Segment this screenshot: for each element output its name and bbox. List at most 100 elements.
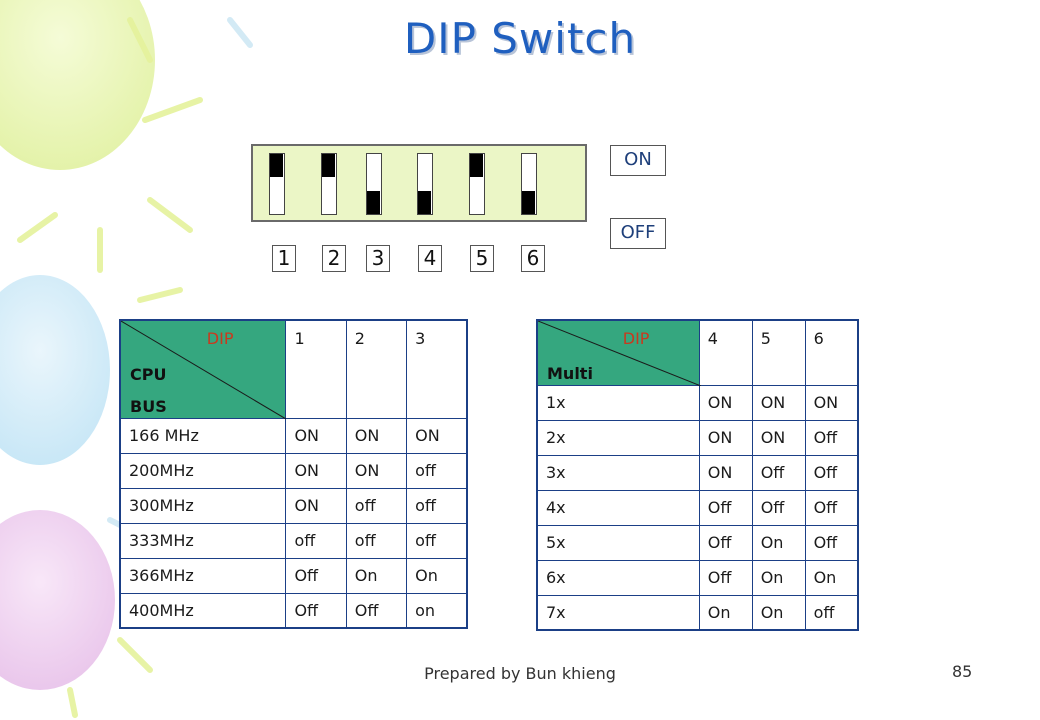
value-cell: off xyxy=(406,452,468,489)
row-axis-label: BUS xyxy=(130,397,167,416)
value-cell: ON xyxy=(751,384,806,421)
switch-number-3: 3 xyxy=(366,245,390,272)
diagonal-divider xyxy=(121,321,286,419)
value-cell: On xyxy=(406,557,468,594)
row-label-cell: 5x xyxy=(536,524,700,561)
switch-slot-2 xyxy=(321,153,337,215)
row-axis-label: Multi xyxy=(547,364,593,383)
switch-slot-6 xyxy=(521,153,537,215)
column-header: 5 xyxy=(751,319,806,386)
column-header: 6 xyxy=(804,319,859,386)
value-cell: On xyxy=(345,557,408,594)
switch-slot-4 xyxy=(417,153,433,215)
purple-balloon xyxy=(0,510,115,690)
switch-knob-4 xyxy=(418,191,431,214)
switch-knob-2 xyxy=(322,154,335,177)
switch-slot-5 xyxy=(469,153,485,215)
switch-number-4: 4 xyxy=(418,245,442,272)
value-cell: On xyxy=(751,594,806,631)
blue-balloon xyxy=(0,275,110,465)
value-cell: ON xyxy=(698,419,753,456)
value-cell: ON xyxy=(698,384,753,421)
value-cell: on xyxy=(406,592,468,629)
switch-knob-6 xyxy=(522,191,535,214)
switch-knob-1 xyxy=(270,154,283,177)
switch-number-2: 2 xyxy=(322,245,346,272)
switch-slot-3 xyxy=(366,153,382,215)
value-cell: Off xyxy=(804,524,859,561)
value-cell: ON xyxy=(285,417,347,454)
off-label: OFF xyxy=(610,218,666,249)
corner-header-cell: DIP Multi xyxy=(536,319,701,386)
value-cell: Off xyxy=(698,524,753,561)
value-cell: off xyxy=(406,522,468,559)
value-cell: off xyxy=(345,522,408,559)
row-label-cell: 300MHz xyxy=(119,487,287,524)
value-cell: Off xyxy=(285,557,347,594)
column-header: 2 xyxy=(345,319,408,419)
dip-switch-diagram xyxy=(251,144,587,222)
value-cell: ON xyxy=(345,417,408,454)
value-cell: Off xyxy=(804,419,859,456)
value-cell: off xyxy=(285,522,347,559)
switch-slot-1 xyxy=(269,153,285,215)
value-cell: Off xyxy=(698,489,753,526)
row-label-cell: 166 MHz xyxy=(119,417,287,454)
value-cell: off xyxy=(345,487,408,524)
row-label-cell: 1x xyxy=(536,384,700,421)
row-label-cell: 400MHz xyxy=(119,592,287,629)
row-label-cell: 366MHz xyxy=(119,557,287,594)
row-label-cell: 4x xyxy=(536,489,700,526)
value-cell: Off xyxy=(345,592,408,629)
column-header: 3 xyxy=(406,319,468,419)
yellow-balloon xyxy=(0,0,155,170)
value-cell: off xyxy=(804,594,859,631)
page-title: DIP Switch xyxy=(403,14,637,63)
corner-header-cell: DIP CPU BUS xyxy=(119,319,287,419)
value-cell: Off xyxy=(804,454,859,491)
value-cell: Off xyxy=(804,489,859,526)
value-cell: ON xyxy=(285,487,347,524)
row-label-cell: 3x xyxy=(536,454,700,491)
value-cell: ON xyxy=(804,384,859,421)
footer-credit: Prepared by Bun khieng xyxy=(424,664,616,683)
value-cell: ON xyxy=(345,452,408,489)
on-label: ON xyxy=(610,145,666,176)
switch-knob-5 xyxy=(470,154,483,177)
diagonal-divider xyxy=(538,321,701,386)
dip-corner-label: DIP xyxy=(622,329,650,348)
column-header: 4 xyxy=(698,319,753,386)
value-cell: ON xyxy=(285,452,347,489)
value-cell: On xyxy=(751,524,806,561)
value-cell: ON xyxy=(406,417,468,454)
row-label-cell: 6x xyxy=(536,559,700,596)
value-cell: Off xyxy=(285,592,347,629)
row-axis-label: CPU xyxy=(130,365,167,384)
value-cell: Off xyxy=(698,559,753,596)
column-header: 1 xyxy=(285,319,347,419)
value-cell: On xyxy=(698,594,753,631)
dip-corner-label: DIP xyxy=(206,329,234,348)
value-cell: ON xyxy=(698,454,753,491)
row-label-cell: 7x xyxy=(536,594,700,631)
value-cell: ON xyxy=(751,419,806,456)
value-cell: On xyxy=(751,559,806,596)
value-cell: off xyxy=(406,487,468,524)
switch-number-6: 6 xyxy=(521,245,545,272)
